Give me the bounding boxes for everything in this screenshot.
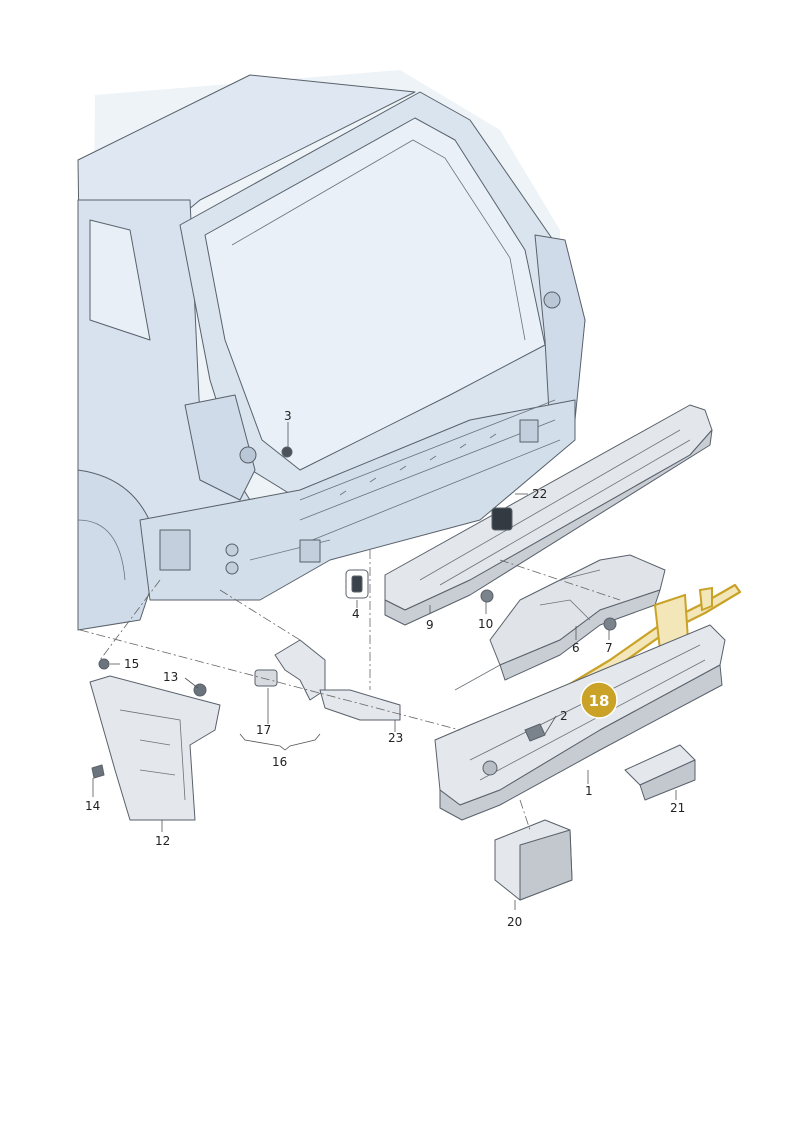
label-10: 10 [478,617,493,631]
label-20: 20 [507,915,522,929]
part-10-nut [480,589,494,603]
label-18: 18 [589,692,610,710]
callout-labels: 3 22 4 9 10 6 7 2 1 21 20 15 13 14 12 17… [85,409,685,929]
part-20-housing [494,819,573,901]
label-13: 13 [163,670,178,684]
label-14: 14 [85,799,100,813]
label-21: 21 [670,801,685,815]
label-6: 6 [572,641,580,655]
part-22-clip [491,507,513,531]
label-12: 12 [155,834,170,848]
label-17: 17 [256,723,271,737]
highlight-badge-18[interactable]: 18 [580,681,618,719]
assembly-lines [79,550,621,831]
part-23-plate [319,689,401,721]
part-16-17-hinge [254,639,326,701]
part-4-grommet [345,569,369,599]
vehicle-rear-body [77,70,586,631]
part-12-side-bracket [89,675,221,821]
part-2-bolt [524,723,546,742]
label-4: 4 [352,607,360,621]
label-22: 22 [532,487,547,501]
label-9: 9 [426,618,434,632]
part-9-carrier [384,404,713,626]
leader-lines [92,422,677,910]
label-7: 7 [605,641,613,655]
part-1-bumper-carrier [434,624,726,821]
label-2: 2 [560,709,568,723]
label-16: 16 [272,755,287,769]
label-3: 3 [284,409,292,423]
part-7-nut [603,617,617,631]
label-1: 1 [585,784,593,798]
part-21-block [624,744,696,801]
label-15: 15 [124,657,139,671]
label-23: 23 [388,731,403,745]
part-3-nut [281,446,293,458]
